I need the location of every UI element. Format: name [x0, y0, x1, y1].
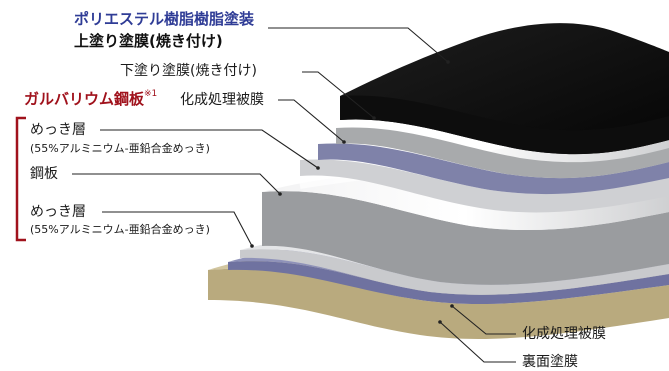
leader-plating-bottom: [102, 211, 253, 247]
leader-conversion-bottom: [451, 305, 516, 335]
leader-backcoat: [439, 321, 516, 363]
conversion-layer-top: [318, 143, 669, 195]
leader-lines: [72, 27, 516, 363]
conversion-bottom-label: 化成処理被膜: [522, 326, 606, 342]
conversion-top-label: 化成処理被膜: [180, 92, 264, 108]
steel-label: 鋼板: [30, 166, 58, 182]
leader-steel: [72, 173, 281, 195]
undercoat-label: 下塗り塗膜(焼き付け): [120, 63, 257, 79]
leader-topcoat: [268, 27, 449, 63]
leader-conversion-top: [278, 99, 345, 143]
leader-plating-top: [100, 129, 319, 169]
topcoat-title-label: ポリエステル樹脂樹脂塗装: [74, 10, 255, 28]
topcoat-sub-label: 上塗り塗膜(焼き付け): [74, 32, 223, 50]
topcoat-layer: [340, 23, 669, 155]
galvalume-text: ガルバリウム鋼板: [24, 90, 145, 108]
plating-top-label: めっき層: [30, 122, 86, 138]
leader-undercoat: [302, 71, 375, 119]
arrowheads: [250, 60, 454, 324]
galvalume-label: ガルバリウム鋼板※1: [24, 89, 158, 108]
plating-top-detail: (55%アルミニウム-亜鉛合金めっき): [30, 142, 210, 155]
plating-bottom-detail: (55%アルミニウム-亜鉛合金めっき): [30, 223, 210, 236]
undercoat-layer: [336, 127, 669, 179]
plating-layer-top: [300, 159, 669, 213]
backcoat-label: 裏面塗膜: [522, 354, 578, 370]
galvalume-note: ※1: [144, 89, 158, 99]
plating-bottom-label: めっき層: [30, 204, 86, 220]
galvalume-bracket: [15, 116, 26, 242]
